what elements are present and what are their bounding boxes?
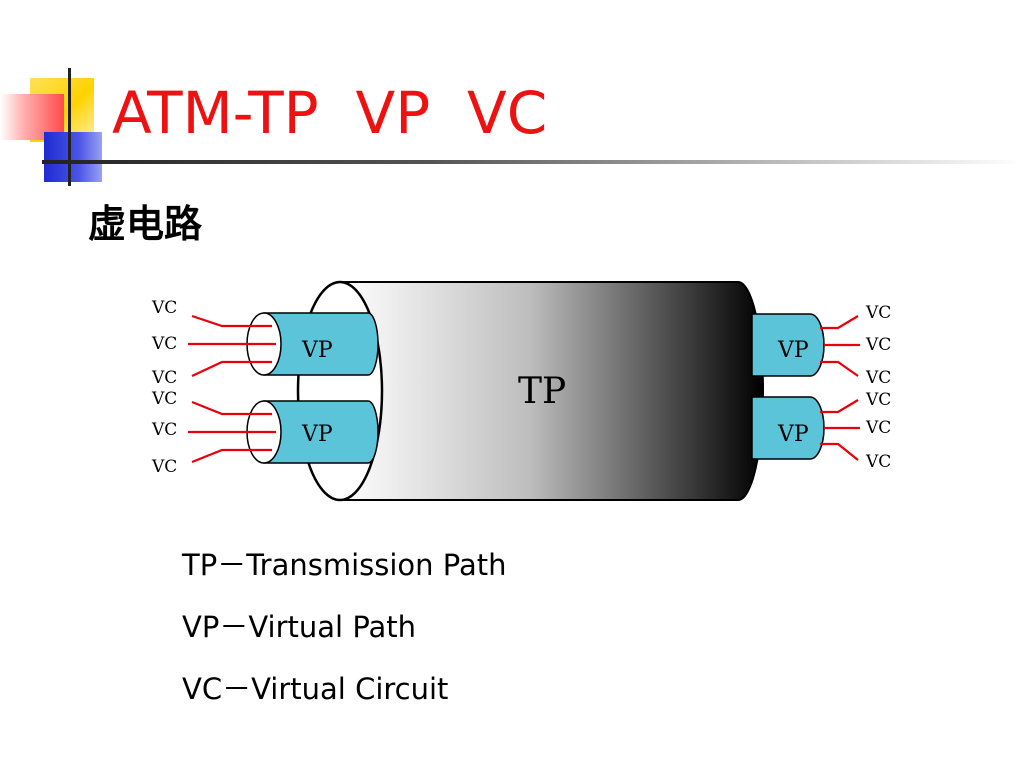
- vp-tube-right-bottom-body: [751, 396, 825, 460]
- vc-label-left-1: VC: [151, 298, 177, 318]
- tp-cylinder-body: [339, 281, 764, 501]
- vc-lines-left: [188, 314, 276, 464]
- vp-label-right-top: VP: [777, 338, 809, 363]
- vc-lines-right: [820, 315, 860, 461]
- vc-line-right-6: [820, 442, 859, 461]
- vp-label-left-bottom: VP: [301, 422, 333, 447]
- vc-line-right-4: [820, 399, 859, 414]
- vc-label-right-3: VC: [865, 368, 891, 388]
- vc-label-left-6: VC: [151, 457, 177, 477]
- legend-separator: －: [219, 610, 249, 644]
- tp-label: TP: [518, 371, 566, 412]
- vp-tube-left-top-body: [263, 312, 379, 376]
- vc-line-left-6: [191, 448, 272, 464]
- legend-abbr: VC: [182, 672, 223, 706]
- legend-item-vc: VC－Virtual Circuit: [182, 658, 506, 720]
- slide-subtitle: 虚电路: [88, 201, 203, 246]
- vc-line-right-3: [820, 360, 859, 377]
- vc-line-left-4: [191, 400, 272, 416]
- legend-list: TP－Transmission Path VP－Virtual Path VC－…: [182, 534, 506, 720]
- vc-label-right-1: VC: [865, 303, 891, 323]
- legend-text: Virtual Path: [248, 610, 417, 644]
- legend-separator: －: [222, 672, 252, 706]
- vp-tube-left-bottom: [246, 400, 379, 464]
- vp-tube-right-top: [751, 313, 825, 377]
- legend-abbr: VP: [182, 610, 220, 644]
- decorative-blue-block: [44, 132, 102, 182]
- vc-label-left-3: VC: [151, 368, 177, 388]
- legend-item-vp: VP－Virtual Path: [182, 596, 506, 658]
- vc-line-left-3: [191, 360, 272, 377]
- legend-item-tp: TP－Transmission Path: [182, 534, 506, 596]
- slide-title: ATM-TP VP VC: [112, 79, 548, 147]
- legend-abbr: TP: [182, 548, 218, 582]
- title-underline-rule: [42, 160, 1022, 164]
- vp-label-left-top: VP: [301, 338, 333, 363]
- vc-label-right-2: VC: [865, 335, 891, 355]
- vc-label-left-2: VC: [151, 334, 177, 354]
- vp-tube-right-bottom: [751, 396, 825, 460]
- vc-label-left-5: VC: [151, 420, 177, 440]
- vc-label-right-5: VC: [865, 418, 891, 438]
- legend-text: Transmission Path: [246, 548, 507, 582]
- legend-text: Virtual Circuit: [251, 672, 449, 706]
- vc-label-left-4: VC: [151, 389, 177, 409]
- vc-line-left-1: [191, 314, 272, 328]
- vp-tube-left-bottom-body: [263, 400, 379, 464]
- vc-line-right-1: [820, 315, 859, 330]
- vp-tube-right-top-body: [751, 313, 825, 377]
- legend-separator: －: [217, 548, 247, 582]
- vp-label-right-bottom: VP: [777, 422, 809, 447]
- vc-label-right-4: VC: [865, 390, 891, 410]
- decorative-vertical-rule: [68, 68, 71, 186]
- vc-label-right-6: VC: [865, 452, 891, 472]
